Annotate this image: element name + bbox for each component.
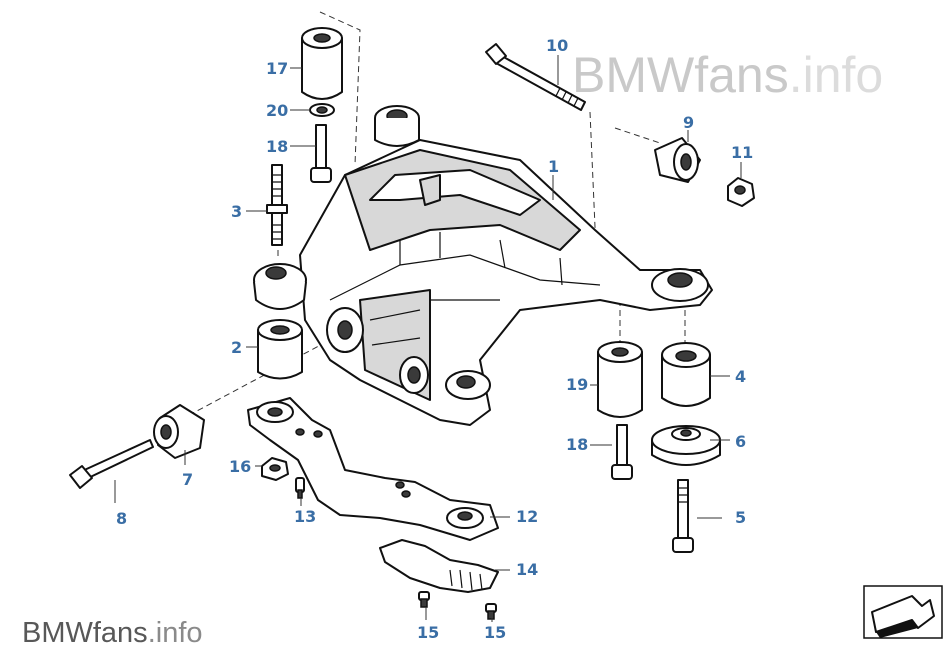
screw-15-left xyxy=(418,591,430,608)
callout-18-upper: 18 xyxy=(266,137,288,156)
bolt-18-upper xyxy=(310,124,332,183)
nut-11 xyxy=(727,177,755,207)
callout-7: 7 xyxy=(182,470,193,489)
callout-16: 16 xyxy=(229,457,251,476)
callout-2: 2 xyxy=(231,338,242,357)
bushing-7 xyxy=(153,404,205,459)
callout-17: 17 xyxy=(266,59,288,78)
callout-15-right: 15 xyxy=(484,623,506,642)
washer-20 xyxy=(309,103,335,117)
callout-15-left: 15 xyxy=(417,623,439,642)
callout-4: 4 xyxy=(735,367,746,386)
callout-14: 14 xyxy=(516,560,538,579)
bushing-2 xyxy=(257,319,303,380)
callout-12: 12 xyxy=(516,507,538,526)
screw-13 xyxy=(295,477,305,499)
bolt-18-lower xyxy=(611,424,633,480)
callout-3: 3 xyxy=(231,202,242,221)
callout-5: 5 xyxy=(735,508,746,527)
watermark-bottom: BMWfans.info xyxy=(22,617,203,649)
bolt-10 xyxy=(485,43,586,111)
watermark-top: BMWfans.info xyxy=(572,47,883,103)
bracket-12 xyxy=(247,397,499,541)
axle-carrier xyxy=(253,105,713,426)
bolt-5 xyxy=(672,479,694,553)
callout-18-lower: 18 xyxy=(566,435,588,454)
callout-6: 6 xyxy=(735,432,746,451)
cover-14 xyxy=(379,539,499,593)
callout-11: 11 xyxy=(731,143,753,162)
bolt-8 xyxy=(69,439,154,489)
screw-15-right xyxy=(485,603,497,620)
bushing-17 xyxy=(301,27,343,100)
nut-16 xyxy=(261,457,289,481)
callout-1: 1 xyxy=(548,157,559,176)
callout-9: 9 xyxy=(683,113,694,132)
callout-8: 8 xyxy=(116,509,127,528)
callout-19: 19 xyxy=(566,375,588,394)
callout-10: 10 xyxy=(546,36,568,55)
leader-lines xyxy=(114,55,742,622)
bushing-19 xyxy=(597,341,643,418)
bushing-9 xyxy=(654,137,701,183)
bushing-4 xyxy=(661,342,711,407)
plate-6 xyxy=(651,425,721,466)
callout-20: 20 xyxy=(266,101,288,120)
callout-13: 13 xyxy=(294,507,316,526)
callouts: 1 2 3 4 5 6 7 8 9 10 11 12 13 14 15 15 1… xyxy=(116,36,753,642)
hand-pointer-arrow-icon[interactable] xyxy=(863,585,943,639)
stud-3 xyxy=(266,164,288,246)
